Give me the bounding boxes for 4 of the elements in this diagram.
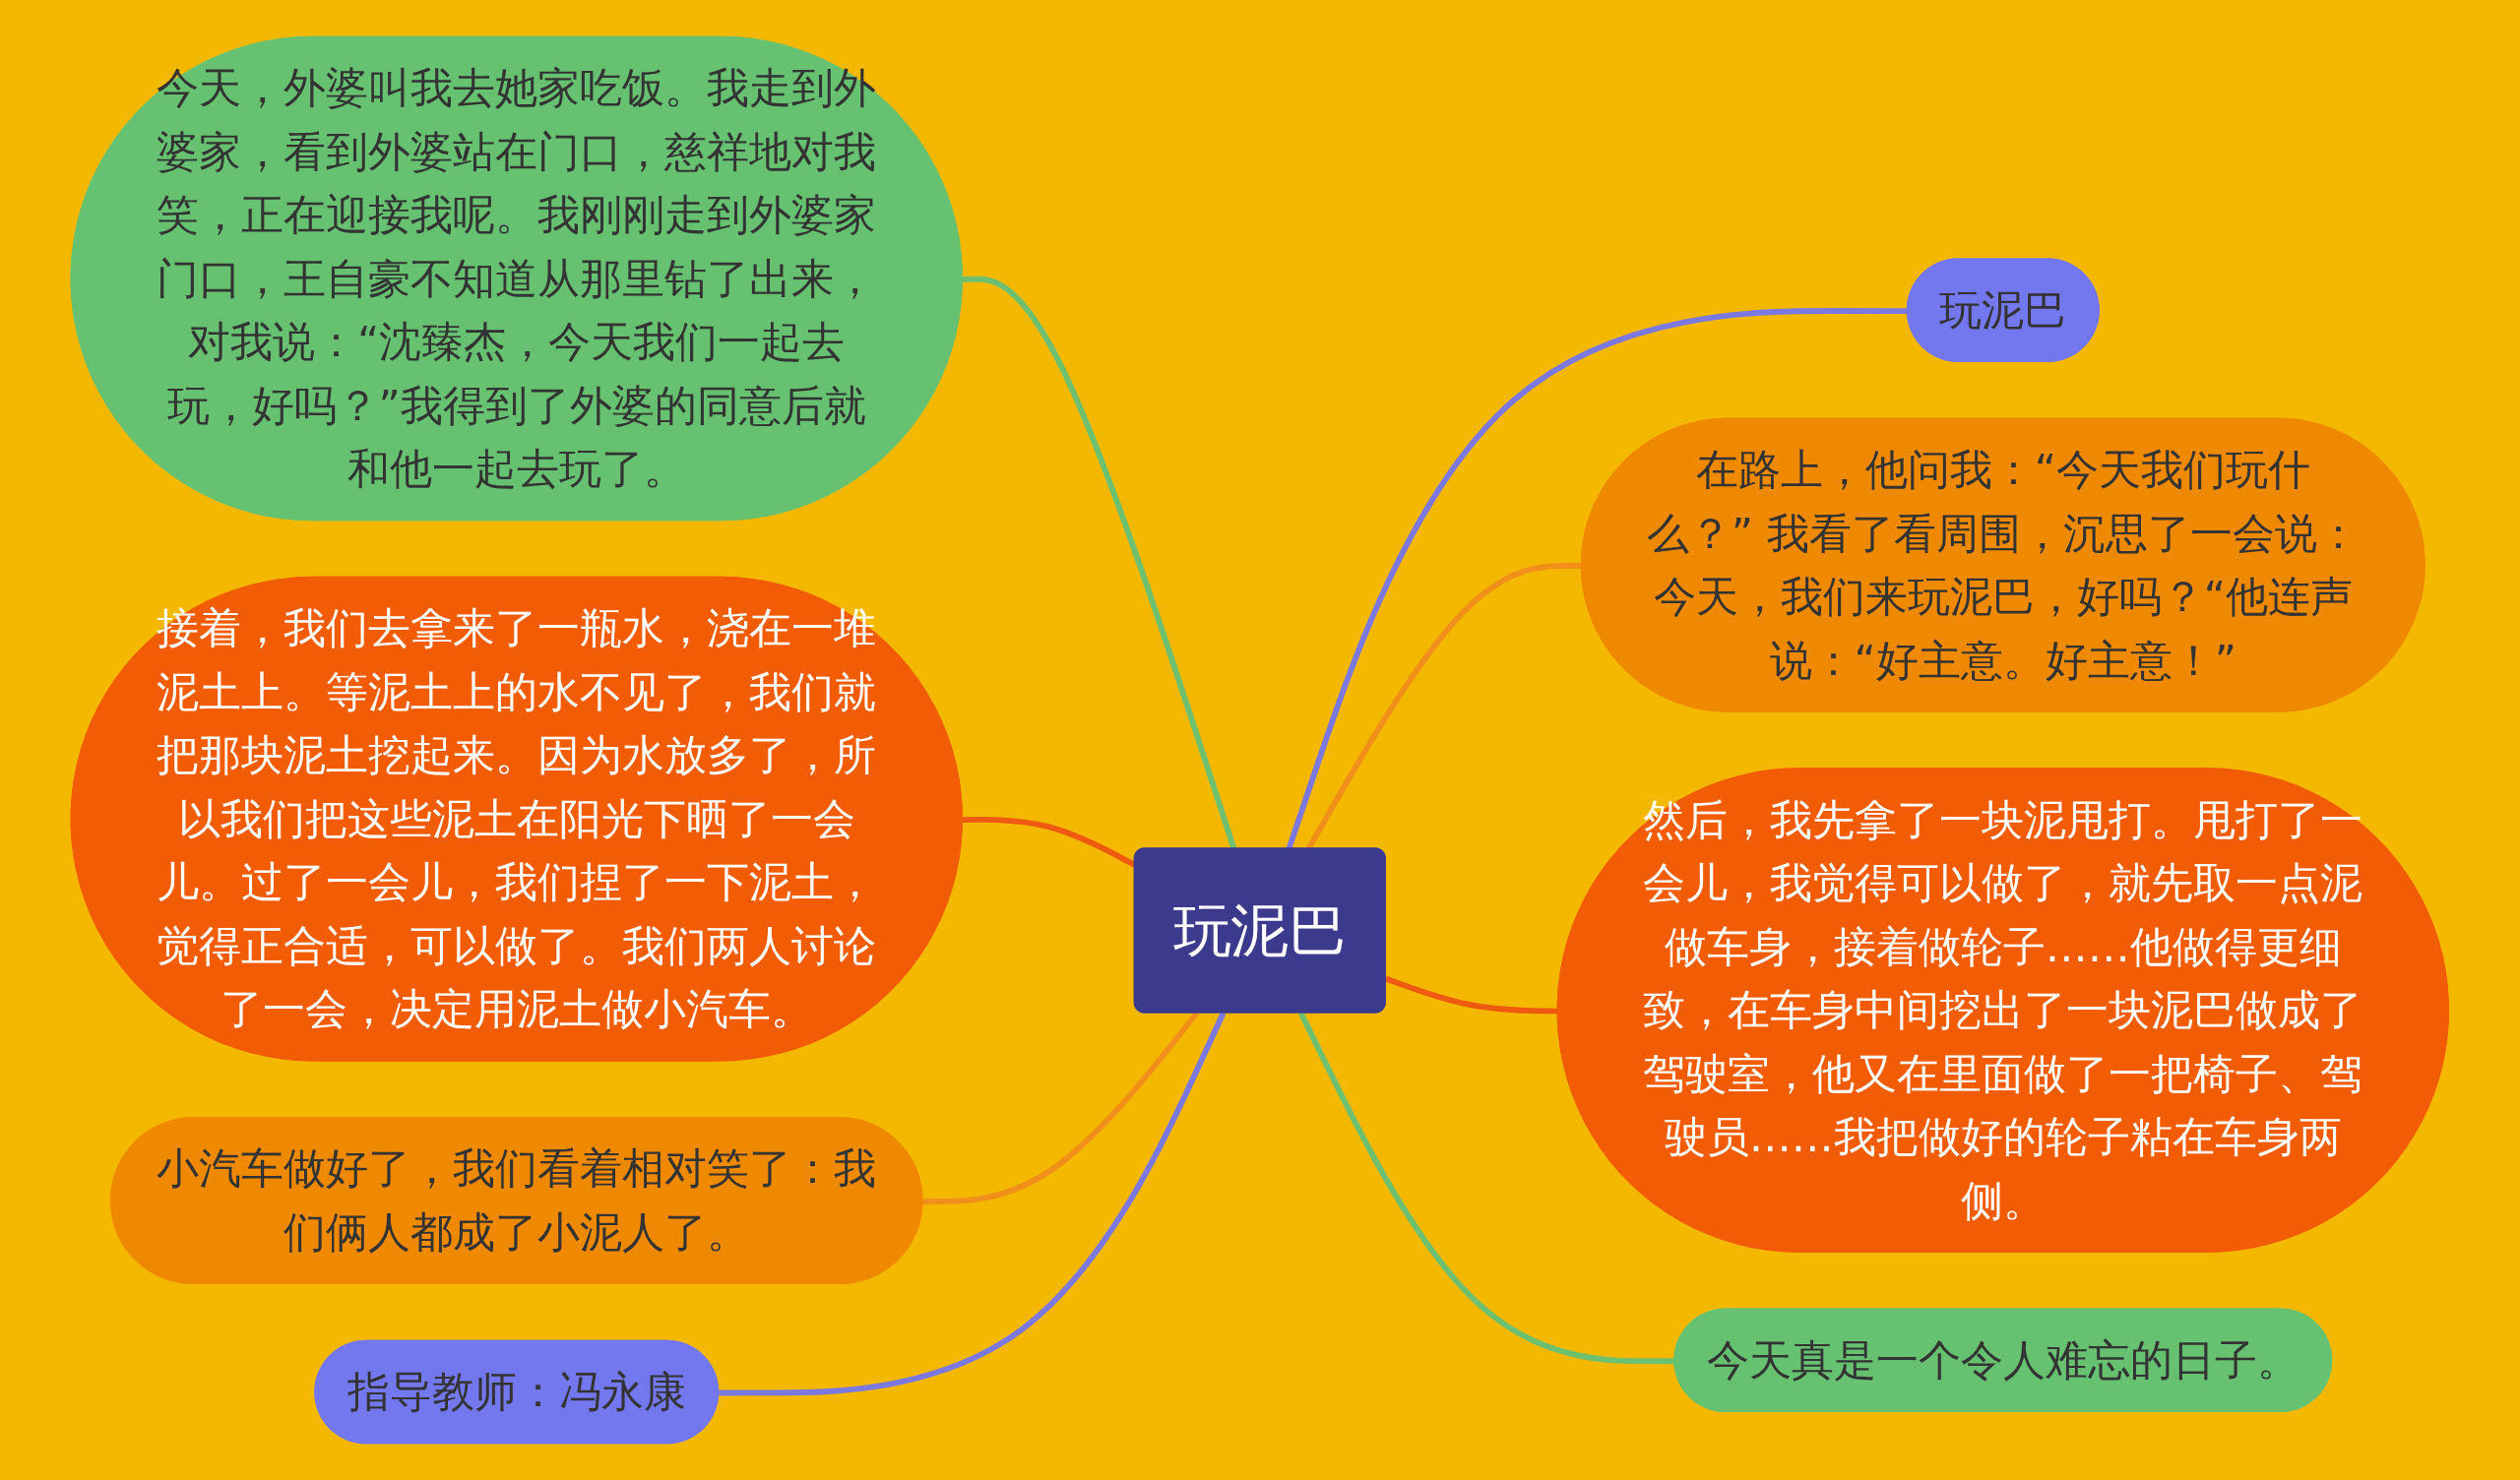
connector (922, 1011, 1200, 1204)
connector (1298, 1012, 1676, 1365)
connector (1385, 975, 1559, 1015)
connector (719, 1012, 1227, 1396)
